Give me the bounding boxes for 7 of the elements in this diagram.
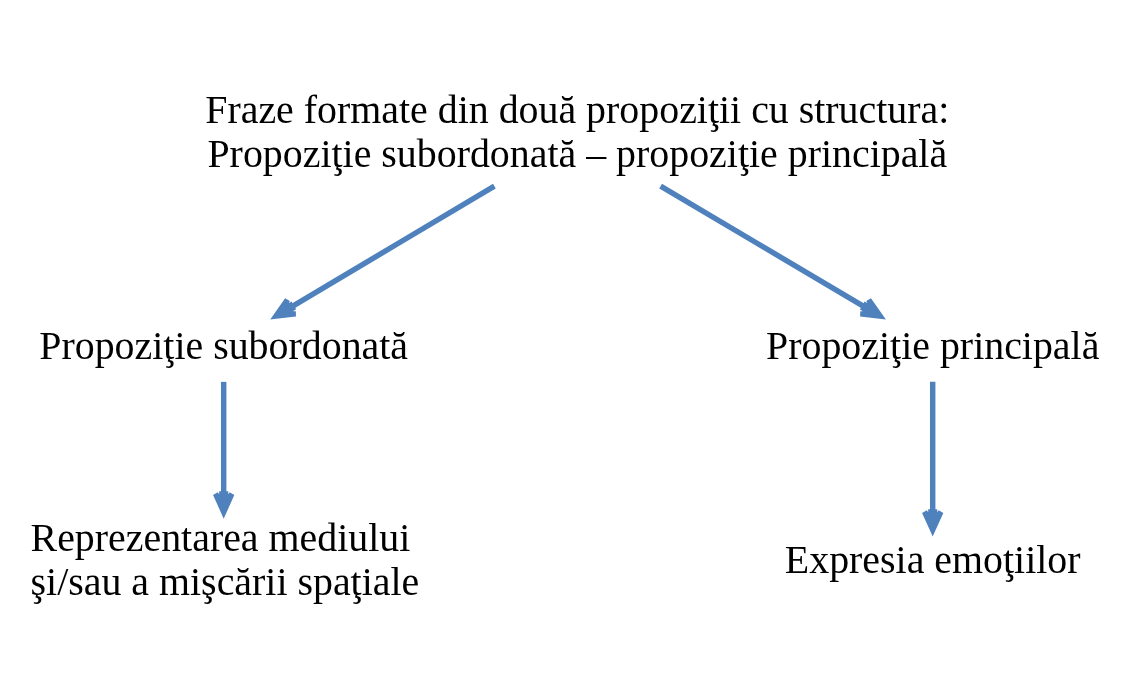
- node-text: Propoziţie principală: [766, 322, 1100, 368]
- node-text: Expresia emoţiilor: [784, 536, 1081, 582]
- arrow: [273, 183, 496, 319]
- node-text: Fraze formate din două propoziţii cu structura: Propoziţie subordonată – propoziţie principală: [205, 86, 950, 176]
- node-text: Reprezentarea mediului şi/sau a mişcării spaţiale: [30, 514, 420, 604]
- arrow: [659, 183, 883, 319]
- node-text: Propoziţie subordonată: [39, 322, 409, 368]
